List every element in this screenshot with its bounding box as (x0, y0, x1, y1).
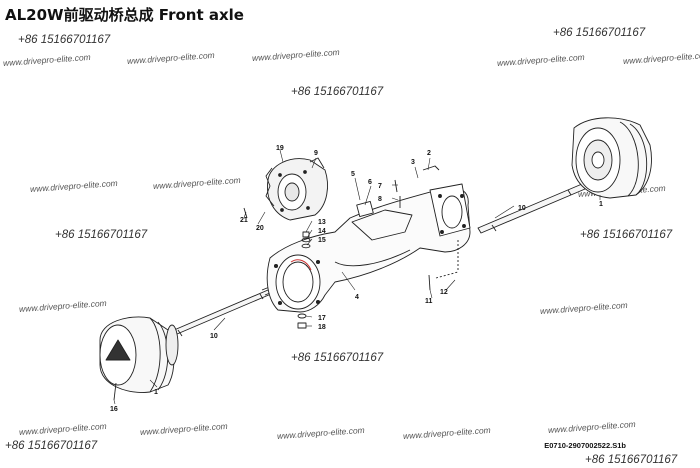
callout-18: 18 (318, 324, 326, 331)
callout-10-left: 10 (210, 333, 218, 340)
watermark-phone: +86 15166701167 (291, 86, 384, 98)
callout-9: 9 (314, 150, 318, 157)
callout-1: 1 (599, 201, 603, 208)
callout-16: 16 (110, 406, 118, 413)
axle-housing (266, 183, 471, 313)
callout-19: 19 (276, 145, 284, 152)
callout-21: 21 (240, 217, 248, 224)
callout-2: 2 (427, 150, 431, 157)
callout-14: 14 (318, 228, 326, 235)
right-wheel-hub (571, 117, 652, 199)
drawing-code: E0710-2907002522.S1b (544, 441, 626, 450)
differential-assembly (265, 157, 328, 221)
watermark-phone: +86 15166701167 (291, 352, 384, 364)
watermark-phone: +86 15166701167 (580, 229, 673, 241)
left-wheel-hub (99, 316, 179, 401)
callout-1-left: 1 (154, 389, 158, 396)
callout-13: 13 (318, 219, 326, 226)
leader-lines (113, 149, 601, 405)
callout-5: 5 (351, 171, 355, 178)
drawing-title: AL20W前驱动桥总成 Front axle (5, 6, 244, 24)
watermark-phone: +86 15166701167 (553, 27, 646, 39)
left-axle-shaft (159, 285, 276, 341)
callout-6: 6 (368, 179, 372, 186)
right-axle-shaft (477, 183, 586, 234)
callout-10: 10 (518, 205, 526, 212)
watermark-phone: +86 15166701167 (18, 34, 111, 46)
callout-11: 11 (425, 298, 433, 305)
callout-8: 8 (378, 196, 382, 203)
callout-15: 15 (318, 237, 326, 244)
watermark-phone: +86 15166701167 (5, 440, 98, 452)
watermark-phone: +86 15166701167 (585, 454, 678, 466)
callout-12: 12 (440, 289, 448, 296)
callout-3: 3 (411, 159, 415, 166)
callout-20: 20 (256, 225, 264, 232)
callout-17: 17 (318, 315, 326, 322)
callout-4: 4 (355, 294, 359, 301)
watermark-phone: +86 15166701167 (55, 229, 148, 241)
callout-7: 7 (378, 183, 382, 190)
